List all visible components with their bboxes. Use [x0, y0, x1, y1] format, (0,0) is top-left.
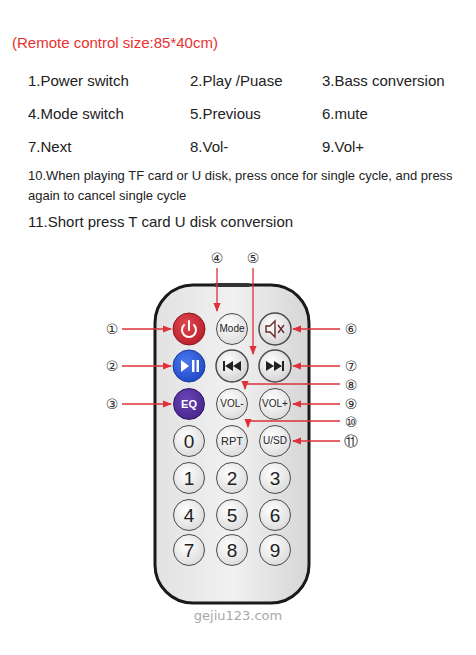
previous-button — [216, 350, 248, 382]
previous-icon — [225, 361, 241, 371]
callout-number: ④ — [210, 251, 225, 265]
leader-lines — [122, 268, 340, 441]
button-label: 3 — [270, 469, 281, 488]
leader-line — [293, 403, 340, 404]
button-label: 6 — [270, 506, 281, 525]
play-button — [173, 350, 205, 382]
callout-number: ⑨ — [344, 397, 359, 411]
button-label: U/SD — [263, 436, 287, 446]
remote-button: 0 — [173, 425, 205, 457]
power-icon — [188, 321, 190, 330]
callout-number: ⑩ — [344, 415, 359, 429]
title: (Remote control size:85*40cm) — [12, 34, 218, 51]
mute-icon — [278, 325, 284, 333]
next-icon — [282, 361, 284, 371]
remote-button: 9 — [259, 534, 291, 566]
leader-line — [293, 328, 340, 329]
callout-number: ⑪ — [343, 434, 359, 448]
leader-line — [252, 268, 253, 354]
legend-item: 5.Previous — [190, 105, 261, 122]
button-label: 2 — [227, 469, 238, 488]
callout-number: ⑧ — [344, 378, 359, 392]
legend-item: 7.Next — [28, 138, 71, 155]
button-label: 9 — [270, 541, 281, 560]
watermark: gejiu123.com — [193, 609, 283, 622]
leader-line — [293, 365, 340, 366]
leader-line — [248, 421, 340, 427]
remote-button: EQ — [173, 388, 205, 420]
leader-line — [245, 384, 340, 389]
play-icon — [197, 360, 200, 372]
remote-button: 2 — [216, 462, 248, 494]
legend-note: 10.When playing TF card or U disk, press… — [28, 166, 468, 206]
remote-button: 3 — [259, 462, 291, 494]
remote-button: 6 — [259, 499, 291, 531]
remote-button: 8 — [216, 534, 248, 566]
legend-item: 2.Play /Puase — [190, 72, 283, 89]
leader-line — [122, 365, 171, 366]
button-label: 4 — [184, 506, 195, 525]
button-label: 0 — [184, 432, 195, 451]
button-label: RPT — [221, 436, 243, 447]
remote-button: 7 — [173, 534, 205, 566]
button-label: 7 — [184, 541, 195, 560]
button-label: EQ — [181, 399, 197, 410]
leader-line — [122, 328, 171, 329]
button-label: 1 — [184, 469, 195, 488]
button-label: 8 — [227, 541, 238, 560]
mute-icon — [266, 321, 275, 337]
remote-button: RPT — [216, 425, 248, 457]
remote-button: Mode — [216, 313, 248, 345]
callout-number: ③ — [105, 397, 120, 411]
button-label: Mode — [219, 324, 244, 334]
button-label: 5 — [227, 506, 238, 525]
remote-button: U/SD — [259, 425, 291, 457]
remote-button: VOL- — [216, 388, 248, 420]
legend-item: 11.Short press T card U disk conversion — [28, 213, 293, 230]
legend-item: 1.Power switch — [28, 72, 129, 89]
callout-number: ⑤ — [246, 251, 261, 265]
callout-number: ① — [105, 322, 120, 336]
remote-button: 5 — [216, 499, 248, 531]
remote-body — [155, 285, 309, 603]
play-icon — [181, 360, 189, 372]
legend-item: 4.Mode switch — [28, 105, 124, 122]
legend-item: 3.Bass conversion — [322, 72, 445, 89]
button-label: VOL+ — [262, 399, 288, 409]
play-icon — [192, 360, 195, 372]
legend-item: 9.Vol+ — [322, 138, 364, 155]
button-label: VOL- — [220, 399, 243, 409]
leader-line — [122, 403, 171, 404]
callout-number: ⑥ — [344, 322, 359, 336]
leader-line — [293, 440, 340, 441]
legend-item: 6.mute — [322, 105, 368, 122]
next-button — [259, 350, 291, 382]
callout-number: ⑦ — [344, 359, 359, 373]
legend-item: 8.Vol- — [190, 138, 228, 155]
remote-button: 1 — [173, 462, 205, 494]
remote-button: VOL+ — [259, 388, 291, 420]
callout-number: ② — [105, 359, 120, 373]
leader-line — [216, 268, 217, 311]
ir-window — [214, 283, 250, 287]
next-icon — [266, 361, 282, 371]
remote-button: 4 — [173, 499, 205, 531]
mute-button — [259, 313, 291, 345]
previous-icon — [223, 361, 225, 371]
power-button — [173, 313, 205, 345]
